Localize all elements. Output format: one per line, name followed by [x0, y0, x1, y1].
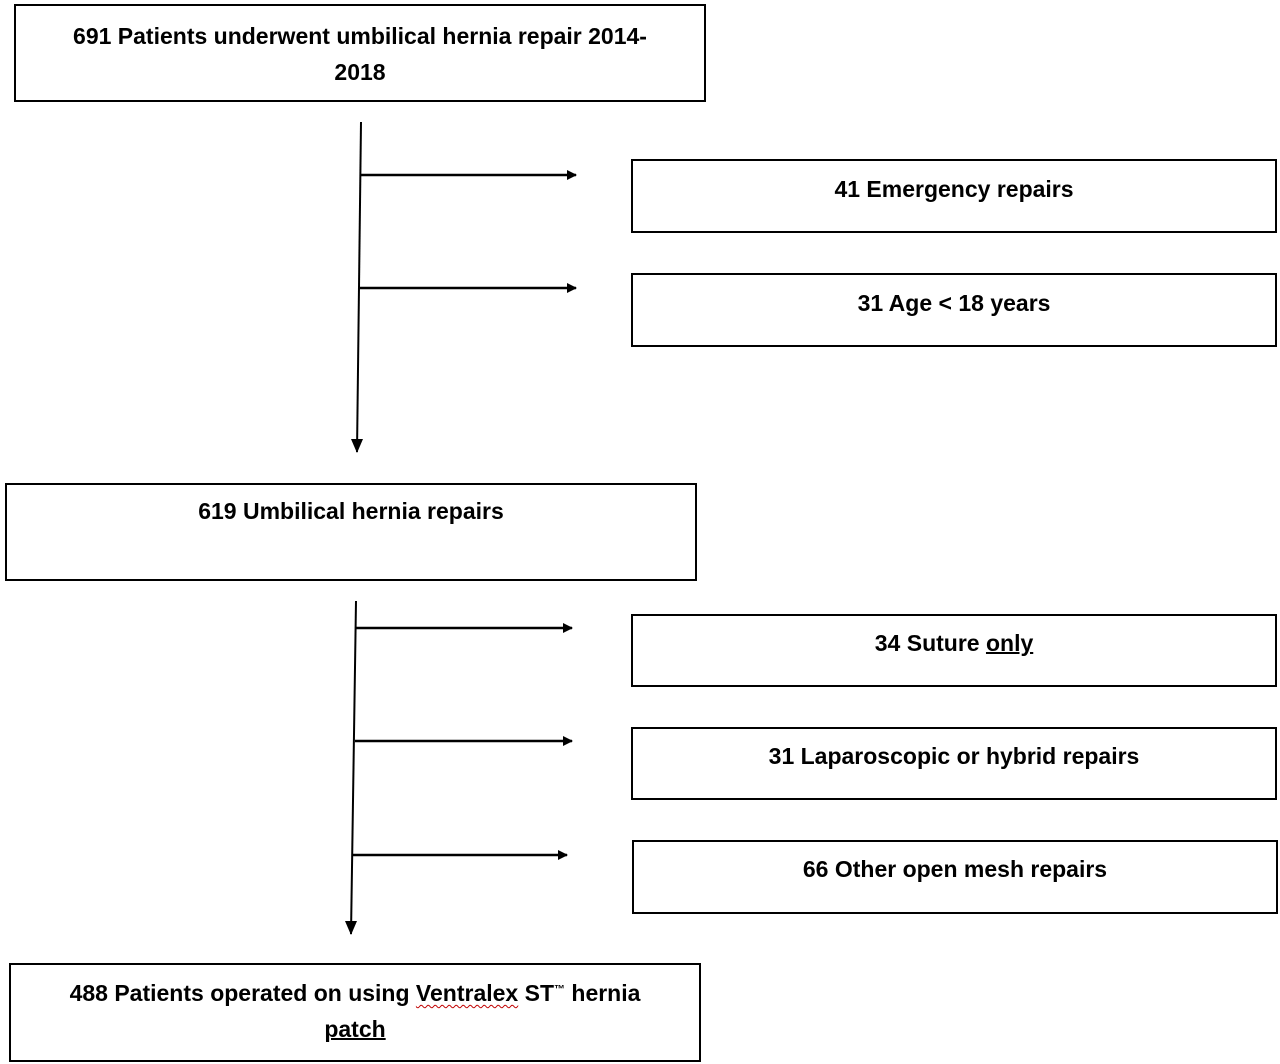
exclusion-box-age: 31 Age < 18 years [631, 273, 1277, 347]
exclusion-label-other-mesh: 66 Other open mesh repairs [802, 856, 1108, 882]
final-box-line1: 488 Patients operated on using Ventralex… [31, 975, 679, 1011]
final-prefix: 488 Patients operated on using [69, 980, 416, 1006]
start-box: 691 Patients underwent umbilical hernia … [14, 4, 706, 102]
final-box-line2: patch [31, 1011, 679, 1047]
final-box: 488 Patients operated on using Ventralex… [9, 963, 701, 1062]
start-box-line1: 691 Patients underwent umbilical hernia … [73, 23, 647, 49]
exclusion-box-emergency: 41 Emergency repairs [631, 159, 1277, 233]
middle-box: 619 Umbilical hernia repairs [5, 483, 697, 581]
exclusion-label-suture-prefix: 34 Suture [874, 630, 986, 656]
final-trademark: ™ [554, 983, 565, 996]
exclusion-box-laparoscopic: 31 Laparoscopic or hybrid repairs [631, 727, 1277, 800]
final-brand: Ventralex [415, 980, 519, 1006]
exclusion-box-other-mesh: 66 Other open mesh repairs [632, 840, 1278, 914]
final-patch: patch [324, 1016, 386, 1042]
middle-box-label: 619 Umbilical hernia repairs [198, 498, 504, 524]
exclusion-label-laparoscopic: 31 Laparoscopic or hybrid repairs [768, 743, 1140, 769]
final-suffix: hernia [565, 980, 641, 1006]
exclusion-label-suture-emphasis: only [985, 630, 1034, 656]
exclusion-box-suture: 34 Suture only [631, 614, 1277, 687]
start-box-line2: 2018 [334, 59, 386, 85]
exclusion-label-suture: 34 Suture only [633, 625, 1275, 661]
final-st: ST [518, 980, 554, 1006]
vertical-arrow-stage2 [345, 600, 357, 935]
exclusion-label-age: 31 Age < 18 years [857, 290, 1051, 316]
exclusion-label-emergency: 41 Emergency repairs [834, 176, 1074, 202]
